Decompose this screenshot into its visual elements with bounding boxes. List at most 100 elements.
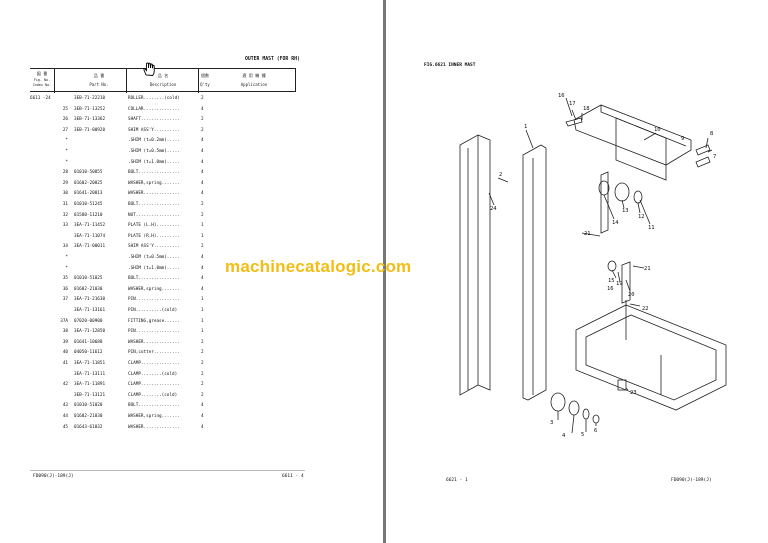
- header-app-en: Application: [240, 82, 268, 87]
- cell-qty: 4: [201, 414, 204, 419]
- cell-desc: CLAMP...............: [128, 382, 180, 388]
- cell-no: *: [65, 159, 68, 165]
- cell-part-no: 01010-51020: [74, 403, 103, 409]
- cell-desc: BOLT................: [128, 276, 180, 282]
- table-row: *.SHIM (t=0.5mm).....4: [30, 255, 300, 265]
- cell-no: 31: [62, 202, 68, 207]
- footer-code: FD090(J)-189(J): [33, 474, 74, 479]
- cell-qty: 1: [201, 297, 204, 303]
- table-row: *.SHIM (t=0.5mm).....4: [30, 149, 300, 159]
- callout-8: 8: [710, 131, 713, 137]
- cell-no: 37: [62, 297, 68, 303]
- cell-qty: 4: [201, 191, 204, 197]
- cell-no: 38: [62, 329, 68, 335]
- callout-10: 10: [654, 127, 661, 133]
- header-desc-en: Description: [149, 82, 177, 87]
- cell-no: *: [65, 265, 68, 271]
- cell-no: 45: [62, 424, 68, 430]
- cell-qty: 2: [201, 127, 204, 133]
- cell-desc: CLAMP........(cold): [128, 371, 178, 377]
- callout-21: 21: [584, 231, 591, 237]
- callout-9: 9: [681, 136, 684, 142]
- callout-18: 18: [583, 106, 590, 112]
- cell-qty: 4: [201, 424, 204, 430]
- cell-part-no: 3EB-71-00920: [74, 127, 106, 133]
- cell-qty: 2: [201, 202, 204, 207]
- cell-desc: WASHER..............: [128, 191, 180, 197]
- cell-desc: BOLT................: [128, 202, 180, 207]
- cell-no: 42: [62, 382, 68, 388]
- page-gutter: [383, 0, 386, 543]
- cell-desc: PLATE (L.H).........: [128, 223, 180, 229]
- cell-qty: 4: [201, 149, 204, 154]
- cell-qty: 2: [201, 371, 204, 377]
- table-row: 3EA-71-11074 PLATE (R.H)......... 1: [30, 234, 300, 244]
- cell-desc: .SHIM (t=0.5mm).....: [128, 255, 180, 260]
- cell-part-no: 3EA-71-13111: [74, 371, 106, 377]
- cell-desc: PIN,cotter..........: [128, 350, 180, 356]
- cell-desc: CLAMP........(cold): [128, 392, 178, 398]
- header-partno-en: Part No.: [89, 82, 109, 87]
- cell-qty: 4: [201, 180, 204, 186]
- cell-part-no: 01010-51245: [74, 202, 103, 207]
- cell-no: 25: [62, 106, 68, 112]
- callout-14: 14: [612, 220, 619, 226]
- callout-22: 22: [642, 306, 649, 312]
- table-row: * .SHIM (t=1.0mm)..... 4: [30, 160, 300, 170]
- cell-part-no: 01580-11210: [74, 212, 103, 218]
- table-row: *.SHIM (t=1.0mm).....4: [30, 266, 300, 276]
- cell-desc: PLATE (R.H).........: [128, 233, 180, 239]
- cell-no: 30: [62, 191, 68, 197]
- cell-no: 41: [62, 361, 68, 366]
- cell-qty: 4: [201, 403, 204, 409]
- cell-no: 26: [62, 117, 68, 123]
- cell-part-no: 3EA-71-11074: [74, 233, 106, 239]
- cell-desc: .SHIM (t=1.0mm).....: [128, 159, 180, 165]
- table-row: 3EA-71-13111 CLAMP........(cold) 2: [30, 372, 300, 382]
- cell-no: *: [65, 255, 68, 260]
- cell-desc: .SHIM (t=0.2mm).....: [128, 138, 180, 144]
- cell-part-no: 3EA-71-12850: [74, 329, 106, 335]
- cell-qty: 2: [201, 96, 204, 101]
- cell-qty: 4: [201, 106, 204, 112]
- callout-12: 12: [638, 214, 645, 220]
- cell-part-no: 3EB-71-13252: [74, 106, 106, 112]
- callout-23: 23: [630, 390, 637, 396]
- cell-ref: 6611 -24: [30, 96, 51, 101]
- cell-no: 33: [62, 223, 68, 229]
- header-qty-jp: 個数: [201, 73, 209, 78]
- cell-desc: NUT.................: [128, 212, 180, 218]
- cell-no: 36: [62, 286, 68, 292]
- cell-desc: BOLT................: [128, 170, 180, 176]
- cell-qty: 1: [201, 233, 204, 239]
- cell-no: 40: [62, 350, 68, 356]
- cell-desc: COLLAR..............: [128, 106, 180, 112]
- cell-part-no: 3EB-71-13121: [74, 392, 106, 398]
- callout-4: 4: [562, 433, 566, 439]
- cell-no: 34: [62, 244, 68, 250]
- cell-no: 44: [62, 414, 68, 419]
- cell-desc: WASHER,spring.......: [128, 180, 180, 186]
- header-app-jp: 適 用 機 種: [242, 73, 266, 78]
- cell-qty: 4: [201, 159, 204, 165]
- cell-part-no: 01010-51025: [74, 276, 103, 282]
- cell-part-no: 3EA-71-11452: [74, 223, 106, 229]
- cell-no: *: [65, 138, 68, 144]
- callout-11: 11: [648, 225, 655, 231]
- cell-desc: BOLT................: [128, 403, 180, 409]
- cell-desc: PIN..........(cold): [128, 308, 178, 313]
- cell-desc: WASHER,spring.......: [128, 286, 180, 292]
- cell-no: 32: [62, 212, 68, 218]
- cell-desc: SHIM ASS'Y..........: [128, 127, 180, 133]
- cell-qty: 2: [201, 339, 204, 345]
